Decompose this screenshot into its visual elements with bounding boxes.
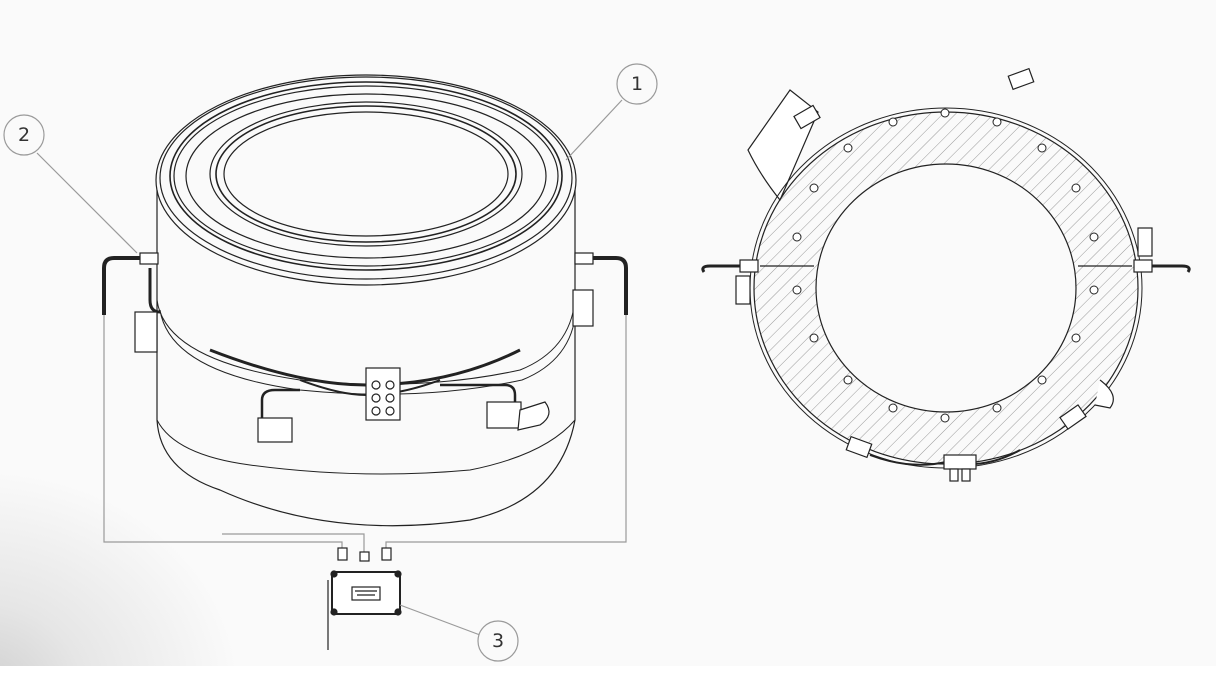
manifold-section [943, 454, 977, 470]
manifold-block [365, 367, 401, 421]
cylinder-left [134, 311, 158, 353]
balloon-1 [616, 63, 658, 105]
hose-left [102, 256, 140, 315]
callout-2-label: 2 [17, 124, 31, 146]
top-outer-ring [155, 74, 577, 286]
callout-1-label: 1 [630, 73, 644, 95]
hose-right [590, 256, 628, 315]
ring-lower-band [156, 419, 576, 475]
cylinder-bottom-right [486, 401, 522, 429]
ring-body-outline [156, 190, 576, 527]
fitting-left [139, 252, 159, 265]
junction-box [327, 547, 402, 650]
ring-bore [815, 163, 1077, 413]
leader-3 [399, 604, 481, 636]
bottom-strip [0, 666, 1216, 684]
bolt-holes [792, 108, 1099, 423]
callout-3-label: 3 [491, 630, 505, 652]
hose-left-section [701, 264, 740, 273]
hose-right-section [1152, 264, 1191, 273]
isometric-view [102, 74, 628, 527]
section-view [701, 67, 1191, 482]
routing-lines [103, 315, 627, 552]
cylinder-right [572, 289, 594, 327]
bracket-right [517, 401, 550, 431]
callouts [3, 63, 658, 662]
cylinder-bottom-left [257, 417, 293, 443]
balloon-3 [477, 620, 519, 662]
inner-ring-outer [209, 101, 523, 247]
fitting-right [574, 252, 594, 265]
leader-2 [36, 152, 138, 254]
inner-ring-bore [223, 111, 509, 237]
leader-1 [565, 99, 623, 161]
balloon-2 [3, 114, 45, 156]
